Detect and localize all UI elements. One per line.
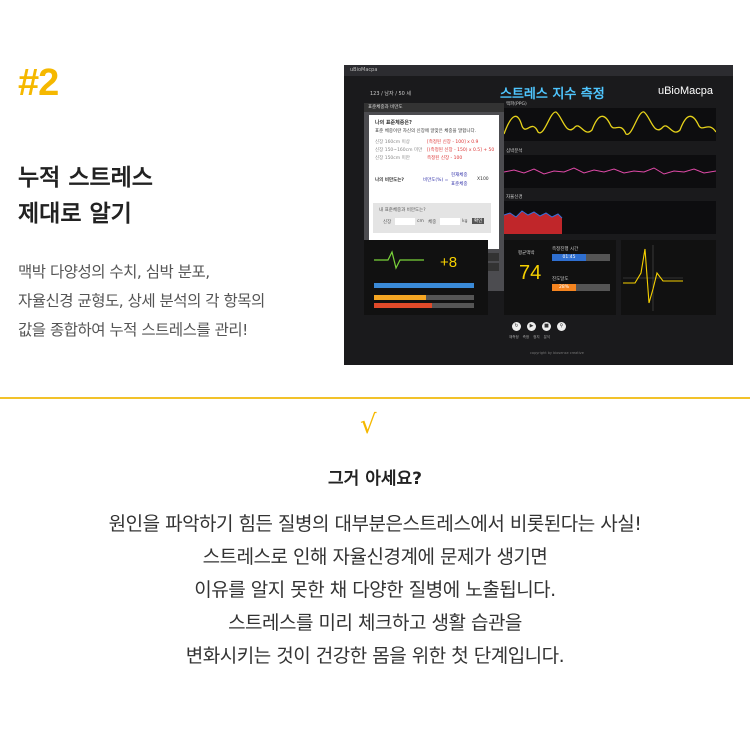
obesity-denominator: 표준체중: [451, 182, 468, 187]
obesity-numerator: 현재체중: [451, 173, 468, 178]
hrv-panel: [621, 240, 716, 315]
section-number: #2: [18, 62, 59, 104]
note-line-1: 원인을 파악하기 힘든 질병의 대부분은스트레스에서 비롯된다는 사실!: [108, 513, 642, 535]
avg-bar-fill: [374, 295, 426, 300]
stop-label: 정지: [533, 335, 540, 339]
box-unit-cm: cm: [417, 219, 424, 224]
obesity-x100: X100: [477, 177, 489, 182]
ans-wave-graph: [503, 210, 563, 234]
balance-bar: [374, 283, 474, 288]
progress-bar: 01:45: [552, 254, 586, 261]
ppg-label: 맥파(PPG): [506, 102, 527, 107]
retry-icon[interactable]: ↻: [512, 322, 521, 331]
formula-3-value: 측정된 신장 - 100: [427, 156, 463, 161]
stress-panel: +8: [364, 240, 488, 315]
app-logo: uBioMacpa: [657, 85, 713, 97]
box-weight-label: 체중: [428, 220, 437, 225]
formula-1-value: [측정된 신장 - 100] x 0.9: [427, 140, 479, 145]
height-input[interactable]: [395, 218, 415, 225]
confirm-button[interactable]: 확인: [472, 218, 485, 224]
pulse-icon: [374, 250, 424, 270]
formula-3: 신장 150cm 미만: [375, 156, 410, 161]
app-header: 스트레스 지수 측정 uBioMacpa: [344, 79, 733, 107]
ans-label: 자율신경: [506, 195, 523, 200]
pulse-panel: 평균맥박 74 측정진행 시간 01:45 진도달도 28%: [504, 240, 616, 315]
box-unit-kg: kg: [462, 219, 468, 224]
panel-header: 표준체중과 비만도: [364, 103, 504, 112]
search-icon[interactable]: ⚲: [557, 322, 566, 331]
box-title: 내 표준체중과 비만도는?: [379, 208, 426, 213]
hrv-graph: [623, 245, 683, 311]
header-title: 스트레스 지수 측정: [500, 87, 605, 102]
stop-icon[interactable]: ■: [542, 322, 551, 331]
weight-input[interactable]: [440, 218, 460, 225]
ppg-wave-graph: [503, 111, 717, 135]
formula-2: 신장 150~160cm 미만: [375, 148, 423, 153]
note-line-4: 스트레스를 미리 체크하고 생활 습관을: [228, 612, 522, 634]
measure-label: 측정: [522, 335, 530, 339]
section-title: 누적 스트레스 제대로 알기: [18, 160, 153, 232]
app-screenshot: uBioMacpa 스트레스 지수 측정 uBioMacpa 123 / 남자 …: [344, 65, 733, 365]
formula-2-value: [(측정된 신장 - 150) x 0.5] + 50: [427, 148, 495, 153]
note-body: 원인을 파악하기 힘든 질병의 대부분은스트레스에서 비롯된다는 사실! 스트레…: [0, 508, 750, 673]
title-line-1: 누적 스트레스: [18, 165, 153, 191]
control-labels: 재측정 측정 정지 분석: [509, 335, 550, 340]
pulse-label: 평균맥박: [518, 251, 535, 256]
progress-label: 측정진행 시간: [552, 247, 579, 252]
reach-track: [552, 284, 610, 291]
pulse-value: 74: [519, 262, 542, 284]
title-line-2: 제대로 알기: [18, 201, 132, 227]
note-line-5: 변화시키는 것이 건강한 몸을 위한 첫 단계입니다.: [185, 645, 565, 667]
bmi-card: 나의 표준체중은? 표준 체중이란 자신의 신장에 알맞은 체중을 말합니다. …: [369, 115, 499, 249]
reach-label: 진도달도: [552, 277, 569, 282]
note-question: 그거 아세요?: [328, 469, 422, 489]
ans-wave: 자율신경: [503, 195, 716, 234]
window-titlebar: uBioMacpa: [344, 65, 733, 76]
bmi-input-box: 내 표준체중과 비만도는? 신장 cm 체중 kg 확인: [373, 203, 491, 233]
stress-value: +8: [440, 254, 458, 271]
analysis-label: 분석: [543, 335, 551, 339]
control-buttons: ↻ ▶ ■ ⚲: [512, 322, 566, 331]
hr-label: 심박분석: [506, 149, 523, 154]
retry-label: 재측정: [509, 335, 519, 339]
copyright: copyright by biosense creative: [530, 351, 584, 355]
obesity-label: 나의 비만도는?: [375, 178, 405, 183]
card-description: 표준 체중이란 자신의 신장에 알맞은 체중을 말합니다.: [375, 129, 477, 134]
formula-1: 신장 160cm 이상: [375, 140, 410, 145]
desc-line-3: 값을 종합하여 누적 스트레스를 관리!: [18, 321, 248, 339]
hr-wave-graph: [503, 167, 717, 175]
box-height-label: 신장: [383, 220, 392, 225]
note-line-3: 이유를 알지 못한 채 다양한 질병에 노출됩니다.: [194, 579, 556, 601]
reach-bar: 28%: [552, 284, 576, 291]
peak-bar-fill: [374, 303, 432, 308]
desc-line-1: 맥박 다양성의 수치, 심박 분포,: [18, 263, 210, 281]
check-icon: √: [360, 410, 377, 440]
section-description: 맥박 다양성의 수치, 심박 분포, 자율신경 균형도, 상세 분석의 각 항목…: [18, 258, 265, 345]
patient-info: 123 / 남자 / 50 세: [370, 91, 412, 97]
obesity-formula: 비만도(%) =: [423, 178, 449, 183]
note-line-2: 스트레스로 인해 자율신경계에 문제가 생기면: [202, 546, 548, 568]
hr-wave: 심박분석: [503, 149, 717, 188]
ppg-wave: 맥파(PPG): [503, 102, 717, 141]
divider-line: [0, 397, 750, 399]
card-question: 나의 표준체중은?: [375, 120, 412, 126]
play-icon[interactable]: ▶: [527, 322, 536, 331]
desc-line-2: 자율신경 균형도, 상세 분석의 각 항목의: [18, 292, 265, 310]
